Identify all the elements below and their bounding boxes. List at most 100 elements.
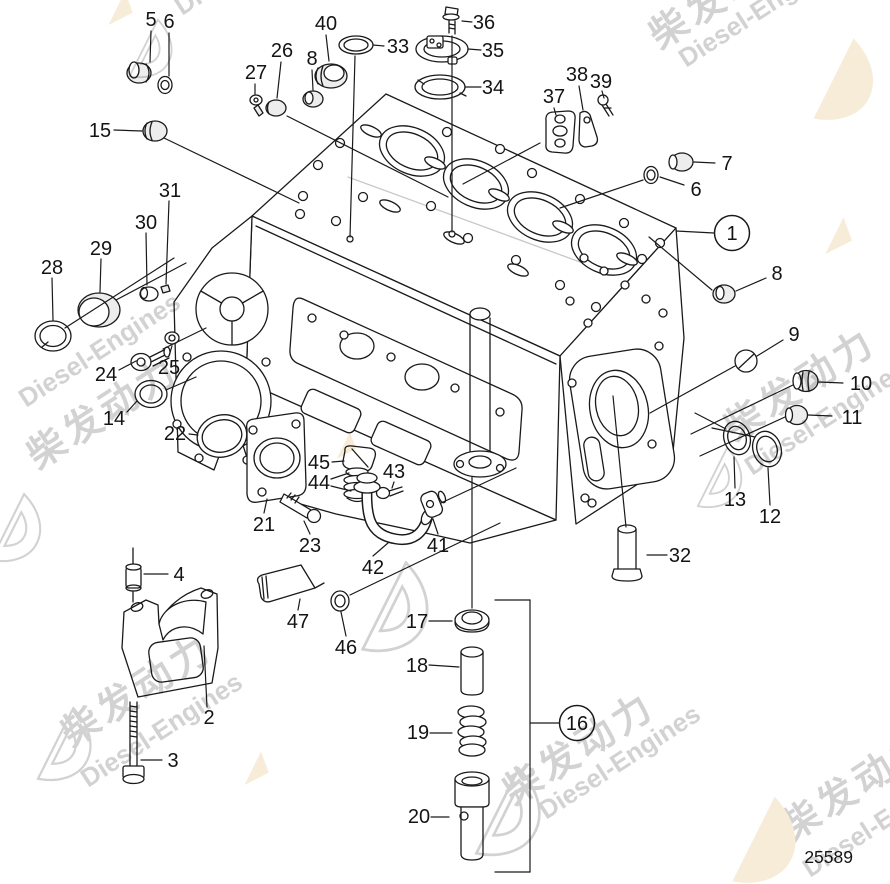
part-4-sleeve xyxy=(125,547,142,603)
leader-13 xyxy=(733,456,736,489)
leader-44 xyxy=(330,472,350,480)
leader-lines xyxy=(51,20,844,873)
part-9-slotted-plug xyxy=(734,349,758,373)
leader-25 xyxy=(168,345,173,357)
callout-46: 46 xyxy=(335,637,357,659)
leader-7 xyxy=(693,161,716,164)
leader-29 xyxy=(99,258,102,293)
leader-30 xyxy=(145,232,148,286)
callout-38: 38 xyxy=(566,64,588,86)
callout-26: 26 xyxy=(271,40,293,62)
part-27-washer-stud xyxy=(249,94,264,117)
leader-38 xyxy=(578,85,584,111)
part-31-screw xyxy=(160,284,171,294)
callout-circle-16 xyxy=(558,704,596,742)
part-39-bolt xyxy=(597,94,614,117)
leader-33 xyxy=(349,55,356,238)
engine-block-drawing xyxy=(34,6,819,861)
callout-33: 33 xyxy=(387,36,409,58)
callout-12: 12 xyxy=(759,506,781,528)
leader-45 xyxy=(331,460,345,463)
callout-14: 14 xyxy=(103,408,125,430)
leader-41 xyxy=(432,518,439,535)
leader-14 xyxy=(126,400,138,413)
part-38-gasket xyxy=(578,110,599,148)
leader-23 xyxy=(303,520,311,535)
part-26-plug xyxy=(265,99,287,117)
leader-47 xyxy=(297,598,301,611)
callout-36: 36 xyxy=(473,12,495,34)
leader-31 xyxy=(165,200,170,285)
callout-16: 16 xyxy=(566,713,588,735)
leader-24 xyxy=(118,360,137,371)
leader-15 xyxy=(163,137,300,204)
callout-18: 18 xyxy=(406,655,428,677)
leader-18 xyxy=(428,664,460,668)
callout-7: 7 xyxy=(721,153,732,175)
part-13-seal-ring xyxy=(722,420,752,456)
part-6-sealing-ring-right xyxy=(643,165,659,185)
part-8-cup-plug-top xyxy=(302,90,324,108)
leader-37 xyxy=(462,142,541,185)
part-19-spring xyxy=(457,705,487,757)
leader-28 xyxy=(64,257,175,329)
part-12-seal-ring xyxy=(751,430,783,468)
callout-34: 34 xyxy=(482,77,504,99)
callout-9: 9 xyxy=(788,324,799,346)
callout-4: 4 xyxy=(173,564,184,586)
part-5-plug xyxy=(126,61,152,84)
leader-8-right xyxy=(648,236,713,291)
part-46-ring xyxy=(330,590,350,612)
leader-11 xyxy=(807,414,833,417)
callout-5: 5 xyxy=(145,9,156,31)
part-11-plug xyxy=(784,404,809,426)
leader-32 xyxy=(612,395,627,528)
leader-6-right xyxy=(659,176,685,186)
part-10-plug xyxy=(792,369,819,393)
part-15-plug xyxy=(142,120,168,142)
callout-8-right: 8 xyxy=(771,263,782,285)
leader-26 xyxy=(286,115,449,198)
callout-40: 40 xyxy=(315,13,337,35)
leader-22 xyxy=(188,433,199,436)
part-41-clamp xyxy=(420,490,447,518)
callout-6-right: 6 xyxy=(690,179,701,201)
callout-42: 42 xyxy=(362,557,384,579)
leader-9 xyxy=(756,339,784,357)
part-34-seal-ring xyxy=(414,74,467,100)
callout-19: 19 xyxy=(407,722,429,744)
leader-29 xyxy=(115,262,187,301)
part-47-sealant-tube xyxy=(256,564,325,603)
callout-32: 32 xyxy=(669,545,691,567)
leader-36 xyxy=(461,20,473,23)
leader-39 xyxy=(601,90,605,99)
leader-10 xyxy=(818,381,844,384)
part-14-seal-ring xyxy=(134,379,168,409)
callout-37: 37 xyxy=(543,86,565,108)
leader-9 xyxy=(649,365,736,414)
drawing-number: 25589 xyxy=(804,847,853,867)
callout-22: 22 xyxy=(164,423,186,445)
callout-2: 2 xyxy=(203,707,214,729)
part-8-cup-plug-right xyxy=(712,284,736,304)
leader-12 xyxy=(711,427,756,438)
callout-31: 31 xyxy=(159,180,181,202)
cylinder-bores xyxy=(378,125,638,276)
leader-33 xyxy=(372,44,385,47)
part-30-plug xyxy=(139,286,159,302)
leader-2 xyxy=(203,645,208,708)
callout-43: 43 xyxy=(383,461,405,483)
part-18-tappet-sleeve xyxy=(460,646,484,696)
callout-circle-1 xyxy=(713,214,751,252)
leader-8-top xyxy=(311,69,314,91)
callout-28: 28 xyxy=(41,257,63,279)
part-20-tappet-body xyxy=(454,771,490,861)
part-7-plug xyxy=(668,152,694,172)
part-22-o-ring xyxy=(196,414,248,458)
callout-47: 47 xyxy=(287,611,309,633)
leader-43 xyxy=(391,481,395,489)
callout-8-top: 8 xyxy=(306,48,317,70)
leader-12 xyxy=(767,467,771,506)
part-23-bolt xyxy=(279,492,322,524)
part-32-tube-pin xyxy=(611,524,643,582)
